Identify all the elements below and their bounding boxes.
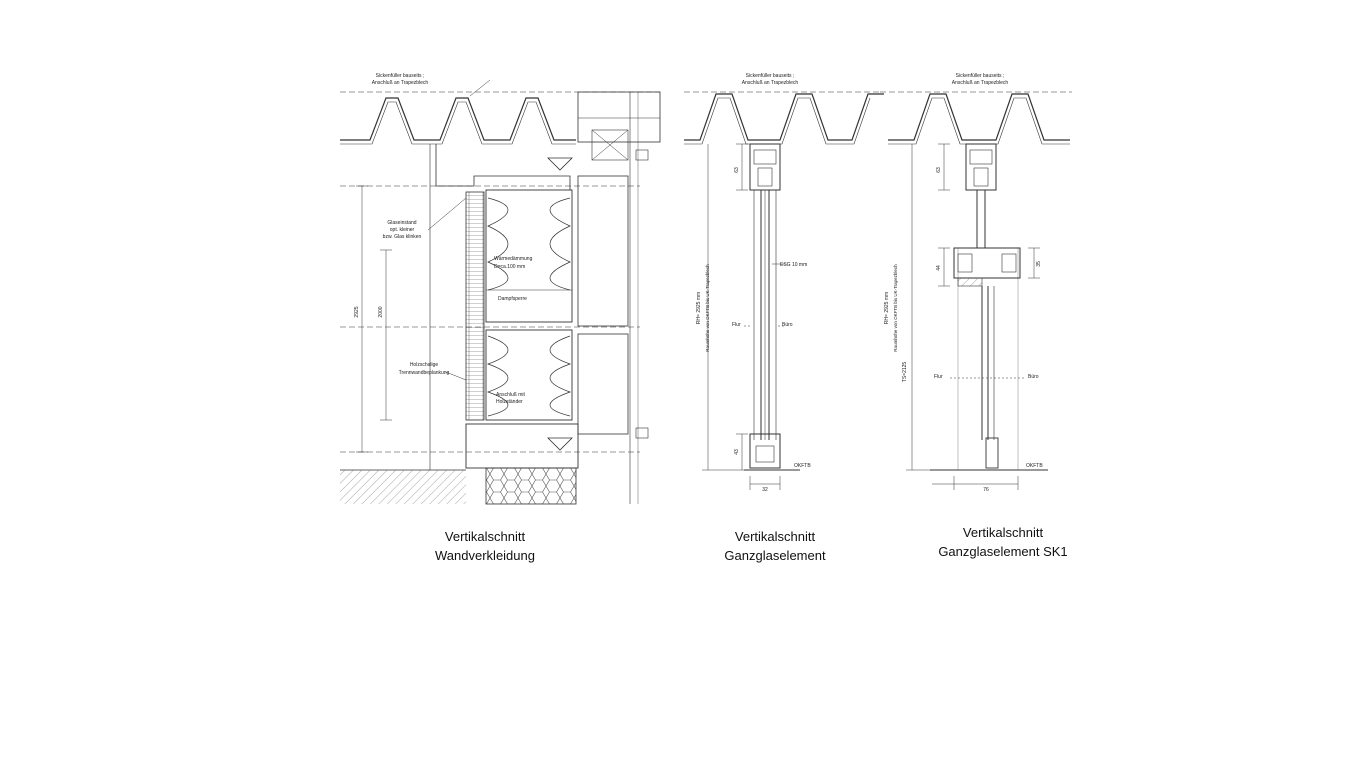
- section-glass-element: [684, 91, 884, 490]
- caption-line-2: Wandverkleidung: [435, 548, 535, 563]
- drawing-label: 63: [936, 167, 942, 173]
- drawing-label: 35: [1036, 261, 1042, 267]
- caption-glass-element-sk1: Vertikalschnitt Ganzglaselement SK1: [913, 523, 1093, 561]
- drawing-label: Holzständer: [496, 399, 523, 405]
- labels-wall-cladding: Sickenfüller bauseits ; Anschluß an Trap…: [354, 73, 533, 405]
- caption-wall-cladding: Vertikalschnitt Wandverkleidung: [405, 527, 565, 565]
- caption-line-2: Ganzglaselement: [724, 548, 826, 563]
- drawing-label: Raumhöhe von OKFTB bis UK-Trapezblech: [705, 264, 710, 352]
- drawing-label: RH= 2925 mm: [884, 292, 890, 324]
- drawing-label: Büro: [1028, 374, 1039, 380]
- caption-line-1: Vertikalschnitt: [444, 529, 526, 544]
- drawing-label: D=ca.100 mm: [494, 264, 525, 270]
- drawing-label: Raumhöhe von OKFTB bis UK-Trapezblech: [893, 264, 898, 352]
- drawing-label: Anschluß mit: [496, 392, 526, 398]
- drawing-label: bzw. Glas klinken: [383, 234, 422, 240]
- drawing-label: 2925: [354, 306, 360, 317]
- caption-line-1: Vertikalschnitt: [962, 525, 1044, 540]
- trapezoidal-sheet: [888, 93, 1070, 141]
- insulation-loops-lower: [486, 335, 572, 417]
- top-note-1: Sickenfüller bauseits ;: [376, 73, 425, 79]
- caption-line-2: Ganzglaselement SK1: [938, 544, 1068, 559]
- insulation-loops-upper: [487, 197, 571, 291]
- drawing-label: 44: [936, 265, 942, 271]
- drawing-label: opt. kleiner: [390, 227, 415, 233]
- drawing-label: 32: [762, 487, 768, 493]
- section-glass-element-sk1: [880, 91, 1072, 490]
- drawing-label: 2000: [378, 306, 384, 317]
- drawing-label: Glaseinstand: [387, 220, 416, 226]
- drawing-label: Sickenfüller bauseits ;: [956, 73, 1005, 79]
- top-note-2: Anschluß an Trapezblech: [372, 80, 429, 86]
- drawing-label: Anschluß an Trapezblech: [742, 80, 799, 86]
- drawing-label: 76: [983, 487, 989, 493]
- caption-line-1: Vertikalschnitt: [734, 529, 816, 544]
- drawing-label: RH= 2925 mm: [696, 292, 702, 324]
- labels-glass-element: Sickenfüller bauseits ; Anschluß an Trap…: [696, 73, 811, 493]
- drawing-label: Flur: [732, 322, 741, 328]
- trapezoidal-sheet: [340, 97, 576, 141]
- drawing-label: OKFTB: [1026, 463, 1043, 469]
- wall-cladding-boards: [465, 191, 485, 421]
- caption-glass-element: Vertikalschnitt Ganzglaselement: [695, 527, 855, 565]
- labels-glass-element-sk1: Sickenfüller bauseits ; Anschluß an Trap…: [884, 73, 1043, 493]
- drawing-label: TS=2125: [902, 362, 908, 383]
- drawing-label: OKFTB: [794, 463, 811, 469]
- drawing-label: Anschluß an Trapezblech: [952, 80, 1009, 86]
- drawing-label: Flur: [934, 374, 943, 380]
- section-wall-cladding: [340, 79, 661, 505]
- drawing-label: Sickenfüller bauseits ;: [746, 73, 795, 79]
- drawing-label: Trennwandbeplankung: [399, 370, 450, 376]
- drawing-label: 63: [734, 167, 740, 173]
- drawing-label: Dampfsperre: [498, 296, 527, 302]
- drawing-label: 43: [734, 449, 740, 455]
- drawing-label: Büro: [782, 322, 793, 328]
- drawing-label: ESG 10 mm: [780, 262, 807, 268]
- trapezoidal-sheet: [684, 93, 884, 141]
- drawing-label: Holzschalige: [410, 362, 439, 368]
- drawing-label: Wärmedämmung: [494, 256, 533, 262]
